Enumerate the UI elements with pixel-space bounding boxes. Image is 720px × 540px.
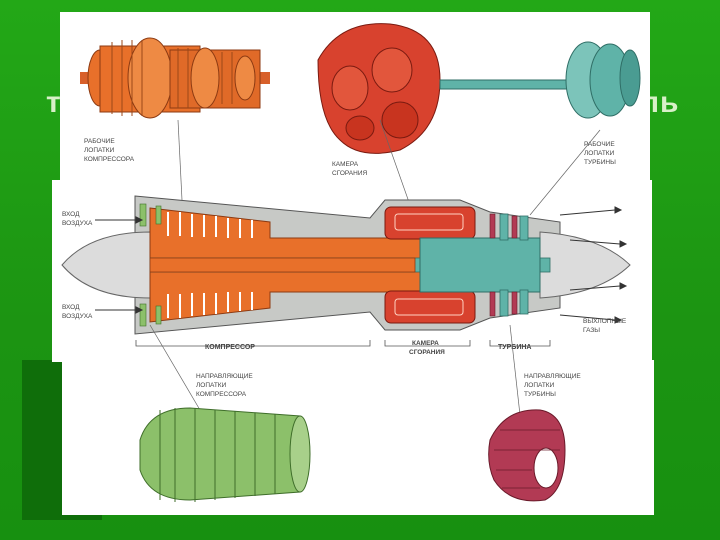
label-exhaust-gases: ВЫХЛОПНЫЕ ГАЗЫ [583,318,628,334]
label-combustion-chamber-top: КАМЕРА СГОРАНИЯ [332,161,368,177]
label-turbine-vanes: НАПРАВЛЯЮЩИЕ ЛОПАТКИ ТУРБИНЫ [524,373,583,398]
label-turbine: ТУРБИНА [498,344,531,351]
label-compressor: КОМПРЕССОР [205,344,255,351]
label-air-inlet-bottom: ВХОД ВОЗДУХА [62,304,93,320]
engine-cross-section [61,195,631,335]
label-compressor-vanes: НАПРАВЛЯЮЩИЕ ЛОПАТКИ КОМПРЕССОРА [196,373,255,398]
label-turbine-blades: РАБОЧИЕ ЛОПАТКИ ТУРБИНЫ [584,141,617,166]
combustion-chamber-top-section [384,206,476,240]
turbine-vanes-illustration [488,409,566,502]
slide-title-left: т [46,86,62,119]
combustion-chamber-bottom-section [384,290,476,324]
compressor-vanes-illustration [139,407,311,502]
leader-lines-bottom [149,324,521,416]
label-compressor-blades: РАБОЧИЕ ЛОПАТКИ КОМПРЕССОРА [84,138,135,163]
label-air-inlet-top: ВХОД ВОЗДУХА [62,211,93,227]
combustion-chamber-illustration [317,23,441,154]
compressor-rotor-illustration [80,37,270,119]
section-brackets [135,340,551,347]
turbine-rotor-illustration [439,41,641,119]
label-combustion-chamber-bottom: КАМЕРА СГОРАНИЯ [409,340,445,356]
leader-lines-top [177,119,601,216]
